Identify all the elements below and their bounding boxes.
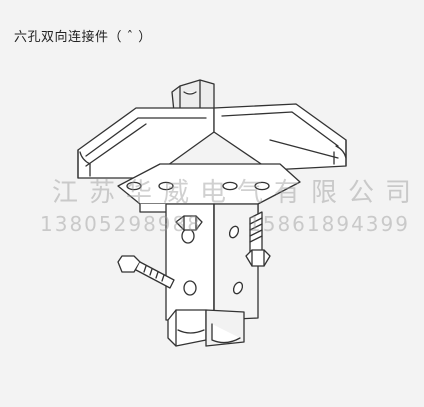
product-caption: 六孔双向连接件（ ˆ ） [14, 30, 152, 45]
